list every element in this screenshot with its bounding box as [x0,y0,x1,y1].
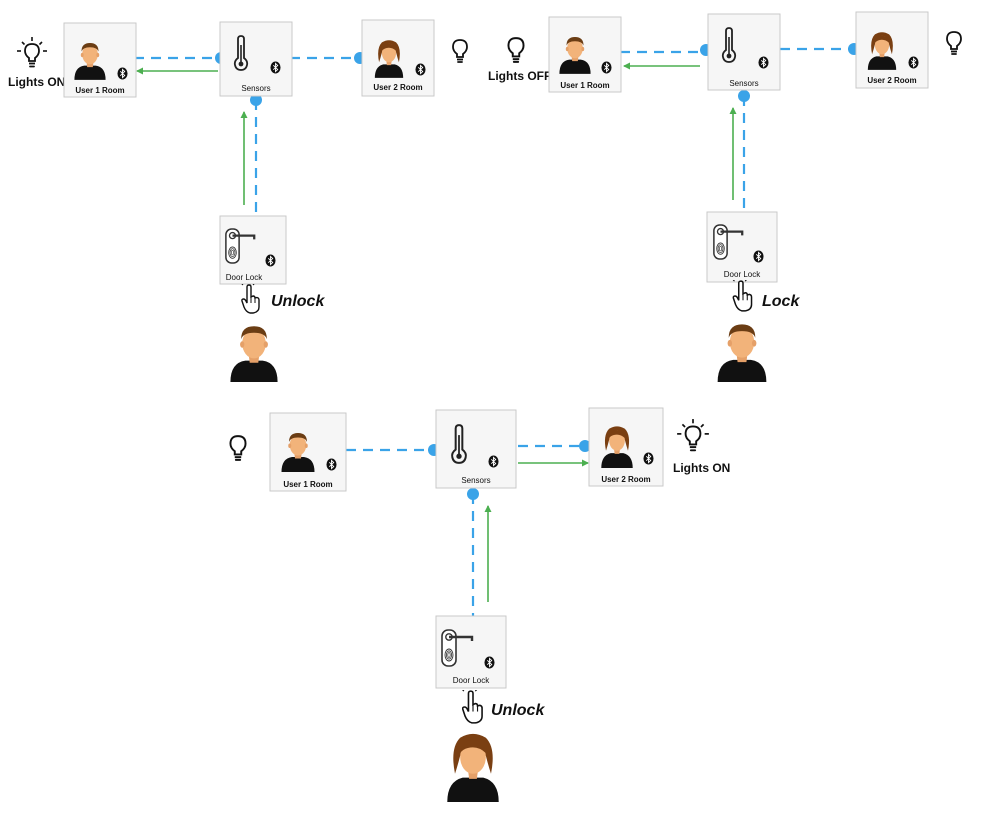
female-user-icon [447,733,499,802]
link-node-dot [738,90,750,102]
node-label: User 2 Room [601,475,650,484]
bluetooth-icon [488,455,499,468]
bulb-icon [452,39,468,63]
user2-room-node[interactable]: User 2 Room [361,19,435,97]
male-user-icon [717,324,767,382]
lights-status: Lights OFF [488,69,551,83]
bluetooth-icon [326,458,337,471]
lights-status: Lights ON [8,75,65,89]
sensors-node[interactable]: Sensors [707,13,781,91]
link-node-dot [579,440,591,452]
hand-pointer-icon [461,690,483,724]
user2-room-node[interactable]: User 2 Room [588,407,664,487]
bulb-lit-icon [676,418,710,452]
bulb-icon [507,37,525,63]
bulb-icon [229,435,247,461]
node-label: Door Lock [226,273,263,282]
action-label: Lock [762,293,800,310]
bluetooth-icon [908,56,919,69]
sensors-node[interactable]: Sensors [219,21,293,97]
lights-status: Lights ON [673,461,730,475]
link-node-dot [250,94,262,106]
node-label: Sensors [241,84,270,93]
door-lock-node[interactable]: Door Lock [706,211,778,283]
node-label: User 1 Room [75,86,124,95]
door-lock-node[interactable]: Door Lock [219,215,287,285]
bluetooth-icon [758,56,769,69]
bulb-icon [946,31,962,55]
action-label: Unlock [271,293,325,310]
node-label: Sensors [461,476,490,485]
bluetooth-icon [643,452,654,465]
action-label: Unlock [491,702,545,719]
node-label: User 2 Room [867,76,916,85]
bluetooth-icon [484,656,495,669]
male-user-icon [230,326,278,382]
bulb-lit-icon [16,36,48,68]
bluetooth-icon [753,250,764,263]
scenario-1: Lights ON User 1 Room Sensors User 2 Roo… [8,19,468,382]
bluetooth-icon [117,67,128,80]
scenario-2: Lights OFF User 1 Room Sensors User 2 Ro… [488,11,962,382]
bluetooth-icon [265,254,276,267]
node-label: User 1 Room [283,480,332,489]
bluetooth-icon [270,61,281,74]
node-label: User 1 Room [560,81,609,90]
sensors-node[interactable]: Sensors [435,409,517,489]
user1-room-node[interactable]: User 1 Room [548,16,622,93]
bluetooth-icon [415,63,426,76]
user1-room-node[interactable]: User 1 Room [269,412,347,492]
user1-room-node[interactable]: User 1 Room [63,22,137,98]
scenario-3: User 1 Room Sensors User 2 Room Lights O… [229,407,730,802]
node-label: Sensors [729,79,758,88]
user2-room-node[interactable]: User 2 Room [855,11,929,89]
bluetooth-icon [601,61,612,74]
node-label: Door Lock [724,270,761,279]
hand-pointer-icon [240,284,260,314]
link-node-dot [467,488,479,500]
node-label: Door Lock [453,676,490,685]
node-label: User 2 Room [373,83,422,92]
door-lock-node[interactable]: Door Lock [435,615,507,689]
hand-pointer-icon [732,280,753,312]
